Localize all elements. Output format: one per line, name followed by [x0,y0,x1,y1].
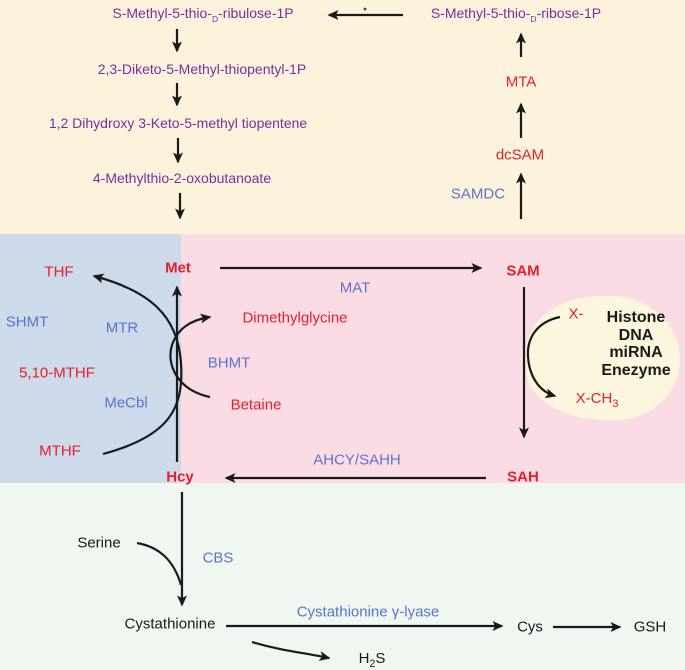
x-methyl-sub: 3 [612,397,619,410]
ribose-post: -ribose-1P [536,5,602,22]
metabolite-dihydroxy: 1,2 Dihydroxy 3-Keto-5-methyl tiopentene [48,114,308,131]
metabolite-dimethylglycine: Dimethylglycine [242,309,348,327]
metabolite-oxobutanoate: 4-Methylthio-2-oxobutanoate [92,169,272,186]
metabolite-h2s: H2S [359,650,386,670]
transsulfuration-region [0,483,685,670]
metabolite-met: Met [165,259,191,277]
metabolite-sam: SAM [506,262,540,280]
metabolite-mta: MTA [505,73,537,91]
stray-mark [363,7,367,11]
metabolite-hcy: Hcy [166,468,194,486]
folate-cycle-region [0,234,181,483]
metabolite-cys: Cys [517,618,543,636]
salvage-pathway-region [0,0,685,234]
metabolite-thf: THF [44,263,74,281]
h2s-post: S [375,649,386,667]
enzyme-mecbl: MeCbl [104,394,148,412]
label-x-methylated: X-CH3 [576,390,619,410]
curve-x-to-xch3 [526,315,561,399]
metabolite-dcsam: dcSAM [495,146,545,164]
enzyme-mtr: MTR [105,319,139,337]
ribulose-sub-d: D [211,14,219,25]
metabolite-ribulose-1p: S-Methyl-5-thio-D-ribulose-1P [112,5,293,25]
methyl-acceptor-blob [526,296,680,420]
target-dna: DNA [618,326,654,344]
label-x-acceptor: X- [568,305,584,323]
metabolite-ribose-1p: S-Methyl-5-thio-D-ribose-1P [431,5,601,25]
enzyme-ahcy-sahh: AHCY/SAHH [313,451,401,469]
curve-betaine-to-dimethylglycine [169,313,212,399]
ribulose-post: -ribulose-1P [218,5,294,22]
target-enzyme: Enezyme [601,361,671,379]
h2s-pre: H [358,649,370,667]
curve-serine-join [136,541,183,586]
metabolite-510-mthf: 5,10-MTHF [19,364,95,382]
metabolite-sah: SAH [507,468,539,486]
enzyme-cystathionine-gamma-lyase: Cystathionine γ-lyase [296,603,440,621]
ribulose-pre: S-Methyl-5-thio- [112,5,212,22]
enzyme-samdc: SAMDC [450,185,506,203]
ribose-sub-d: D [530,14,537,25]
h2s-sub: 2 [369,657,376,670]
target-mirna: miRNA [609,344,663,361]
curve-mthf-to-thf [92,273,183,456]
methylation-target-list: Histone DNA miRNA Enezyme [601,309,670,379]
metabolite-gsh: GSH [633,618,667,636]
metabolite-mthf: MTHF [39,442,81,460]
enzyme-shmt: SHMT [5,313,49,331]
enzyme-bhmt: BHMT [207,354,251,372]
metabolite-serine: Serine [77,534,121,552]
enzyme-mat: MAT [339,279,371,297]
curve-cystathionine-to-h2s [251,640,331,661]
metabolite-cystathionine: Cystathionine [124,615,216,633]
metabolite-diketo: 2,3-Diketo-5-Methyl-thiopentyl-1P [97,60,307,77]
target-histone: Histone [606,309,666,326]
x-methyl-pre: X-CH [575,389,613,407]
ribose-pre: S-Methyl-5-thio- [430,5,531,22]
metabolite-betaine: Betaine [230,396,282,414]
enzyme-cbs: CBS [202,549,234,567]
